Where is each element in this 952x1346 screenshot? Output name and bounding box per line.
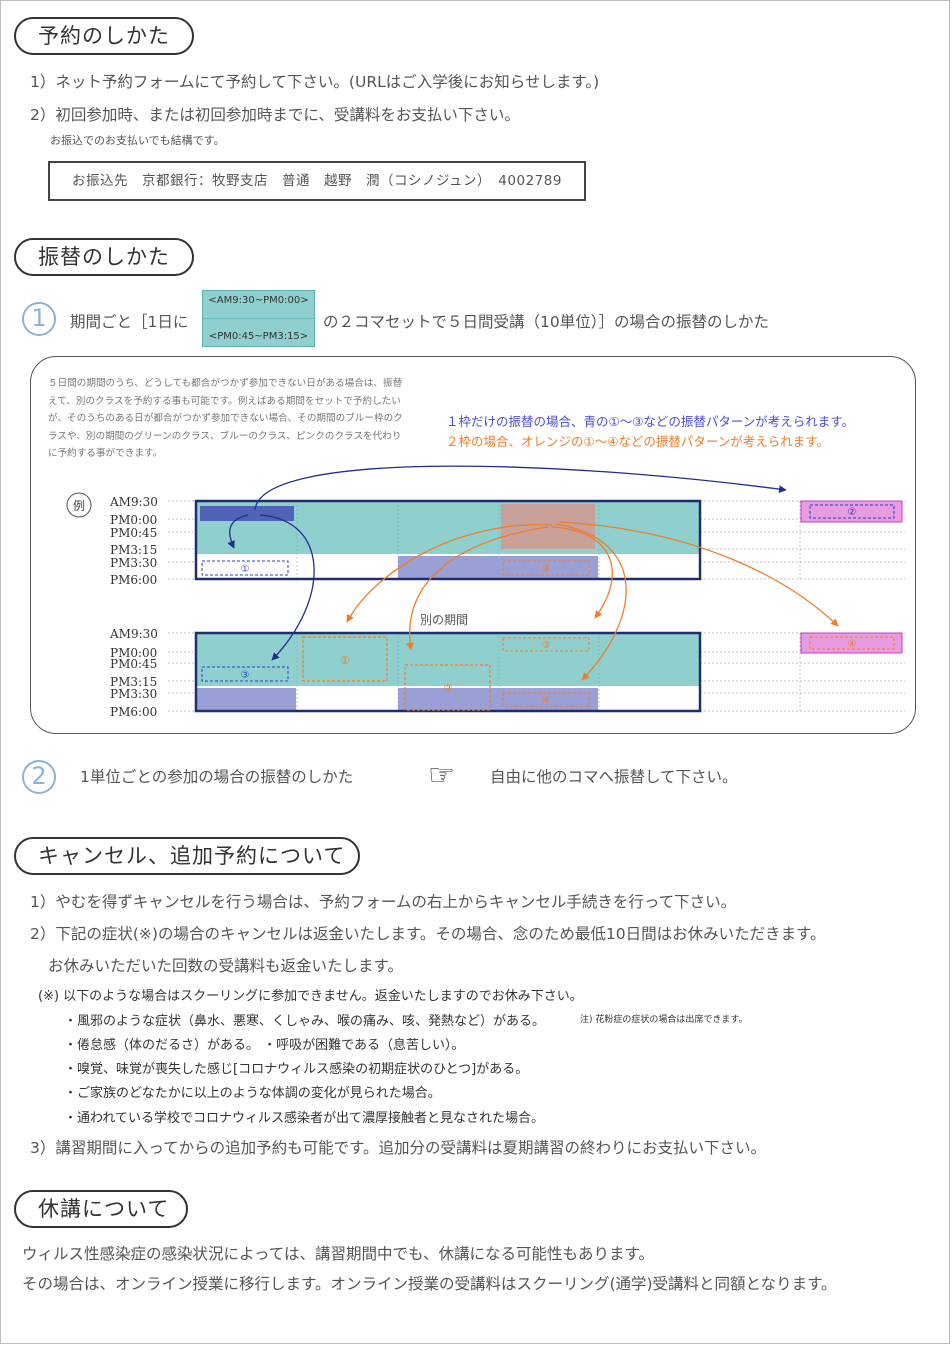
upper-lavender-block <box>398 556 598 579</box>
section-title-closure: 休講について <box>14 1190 188 1228</box>
time-lower-4: PM3:30 <box>110 687 157 701</box>
reservation-item-1: 1）ネット予約フォームにて予約して下さい。(URLはご入学後にお知らせします。) <box>30 73 600 91</box>
lower-period-frame <box>194 631 702 713</box>
upper-blue-1: ① <box>241 564 250 575</box>
time-upper-3: PM3:15 <box>110 543 157 557</box>
symptom-3: ・嗅覚、味覚が喪失した感じ[コロナウィルス感染の初期症状のひとつ]がある。 <box>64 1062 529 1077</box>
example-label: 例 <box>73 499 85 513</box>
upper-pink-block <box>800 500 903 523</box>
time-legend-box: <AM9:30~PM0:00> <PM0:45~PM3:15> <box>202 290 315 347</box>
diagram-panel <box>30 356 916 734</box>
bank-info-box: お振込先 京都銀行：牧野支店 普通 越野 潤（コシノジュン） 4002789 <box>48 161 586 201</box>
reservation-item-2: 2）初回参加時、または初回参加時までに、受講料をお支払い下さい。 <box>30 106 520 124</box>
case-1-text-post: の２コマセットで５日間受講（10単位）］の場合の振替のしかた <box>323 313 769 331</box>
blue-pattern-note: １枠だけの振替の場合、青の①〜③などの振替パターンが考えられます。 <box>446 414 855 429</box>
example-circle <box>66 492 92 518</box>
case-2-number: 2 <box>22 760 56 794</box>
other-period-label: 別の期間 <box>420 613 468 627</box>
upper-absent-day <box>501 504 595 549</box>
diagram-explanation: ５日間の期間のうち、どうしても都合がつかず参加できない日がある場合は、振替えて、… <box>48 378 403 459</box>
pointing-hand-icon: ☞ <box>428 758 455 793</box>
case-2-result: 自由に他のコマへ振替して下さい。 <box>490 768 738 786</box>
time-lower-3: PM3:15 <box>110 675 157 689</box>
legend-afternoon: <PM0:45~PM3:15> <box>208 331 309 342</box>
time-upper-0: AM9:30 <box>109 495 158 509</box>
lower-teal-block <box>196 633 700 686</box>
transfer-payment-note: お振込でのお支払いでも結構です。 <box>50 134 225 147</box>
cancel-item-3: 3）講習期間に入ってからの追加予約も可能です。追加分の受講料は夏期講習の終わりに… <box>30 1139 767 1157</box>
symptom-note-head: (※) 以下のような場合はスクーリングに参加できません。返金いたしますのでお休み… <box>38 989 583 1004</box>
upper-absent-morning <box>200 506 294 521</box>
symptom-5: ・通われている学校でコロナウィルス感染者が出て濃厚接触者と見なされた場合。 <box>64 1111 544 1126</box>
closure-line-1: ウィルス性感染症の感染状況によっては、講習期間中でも、休講になる可能性もあります… <box>22 1245 654 1263</box>
lower-blue-3: ③ <box>241 670 250 681</box>
case-1-text-pre: 期間ごと［1日に <box>70 313 189 331</box>
orange-pattern-note: ２枠の場合、オレンジの①〜④などの振替パターンが考えられます。 <box>446 434 830 449</box>
symptom-2: ・倦怠感（体のだるさ）がある。 ・呼吸が困難である（息苦しい）。 <box>64 1038 465 1053</box>
section-title-transfer: 振替のしかた <box>14 238 194 276</box>
lower-pink-block <box>800 632 903 654</box>
cancel-item-1: 1）やむを得ずキャンセルを行う場合は、予約フォームの右上からキャンセル手続きを行… <box>30 893 737 911</box>
time-lower-2: PM0:45 <box>110 657 157 671</box>
schedule-diagram: 例 AM9:30 PM0:00 PM0:45 PM3:15 PM3:30 PM6… <box>66 465 905 719</box>
upper-blue-2: ② <box>848 507 857 518</box>
lower-orange-4: ④ <box>542 695 551 706</box>
upper-period-frame <box>194 499 702 581</box>
lower-orange-1: ① <box>340 654 350 667</box>
cancel-item-2b: お休みいただいた回数の受講料も返金いたします。 <box>48 957 403 975</box>
case-2-text: 1単位ごとの参加の場合の振替のしかた <box>80 768 354 786</box>
cancel-item-2: 2）下記の症状(※)の場合のキャンセルは返金いたします。その場合、念のため最低1… <box>30 925 826 943</box>
closure-line-2: その場合は、オンライン授業に移行します。オンライン授業の受講料はスクーリング(通… <box>22 1275 837 1293</box>
section-title-cancel: キャンセル、追加予約について <box>14 837 360 875</box>
lower-lavender-1 <box>196 688 296 711</box>
lower-lavender-2 <box>398 688 598 711</box>
time-lower-1: PM0:00 <box>110 646 157 660</box>
lower-orange-pink-4: ④ <box>848 639 857 650</box>
upper-orange-3: ③ <box>542 564 551 575</box>
symptom-4: ・ご家族のどなたかに以上のような体調の変化が見られた場合。 <box>64 1086 441 1101</box>
symptom-1-note: 注) 花粉症の症状の場合は出席できます。 <box>580 1015 748 1025</box>
lower-orange-3: ③ <box>542 640 551 651</box>
time-upper-1: PM0:00 <box>110 513 157 527</box>
section-title-reservation: 予約のしかた <box>14 17 194 55</box>
time-lower-5: PM6:00 <box>110 705 157 719</box>
time-upper-2: PM0:45 <box>110 526 157 540</box>
symptom-1: ・風邪のような症状（鼻水、悪寒、くしゃみ、喉の痛み、咳、発熱など）がある。 <box>64 1014 546 1029</box>
lower-orange-2: ② <box>443 682 453 695</box>
legend-morning: <AM9:30~PM0:00> <box>208 295 309 306</box>
time-lower-0: AM9:30 <box>109 627 158 641</box>
time-upper-4: PM3:30 <box>110 556 157 570</box>
time-upper-5: PM6:00 <box>110 573 157 587</box>
case-1-number: 1 <box>22 302 56 336</box>
